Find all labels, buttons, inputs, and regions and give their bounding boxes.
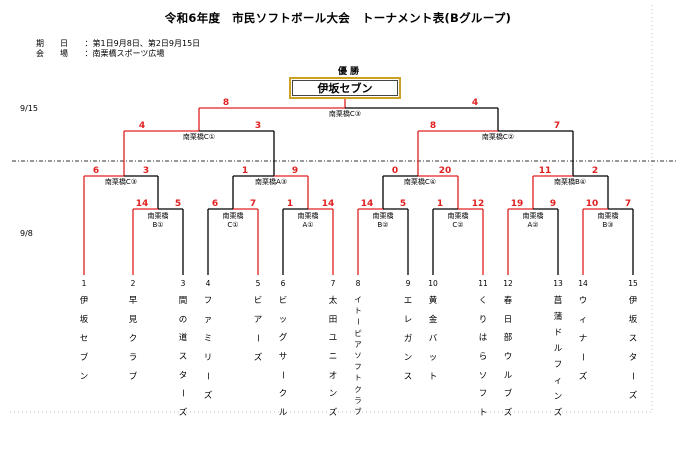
score-r1-a1-a: 1 (286, 199, 294, 209)
champion-box: 伊坂セブン (289, 77, 401, 99)
period-row: 期 日 ：第1日9月8日、第2日9月15日 (36, 38, 200, 49)
score-r1-a1-b: 14 (321, 199, 335, 209)
team-name: くりはらソフト (478, 296, 488, 418)
date-final-day: 9/15 (20, 104, 38, 113)
score-semi-right-b: 7 (553, 121, 561, 131)
team-name: 黄金バット (428, 296, 438, 382)
score-r1-c1-a: 6 (211, 199, 219, 209)
venue-qf4: 南栗橋B④ (553, 178, 587, 186)
team-name: ビッグサークル (277, 296, 288, 418)
venue-semi-left: 南栗橋C① (182, 133, 216, 141)
place-label: 会 場 (36, 49, 68, 58)
team-name: 早見クラブ (128, 296, 138, 382)
venue-semi-right: 南栗橋C② (481, 133, 515, 141)
score-r1-c2-a: 1 (436, 199, 444, 209)
champion-team: 伊坂セブン (292, 80, 398, 96)
score-semi-right-a: 8 (429, 121, 437, 131)
score-qf4-a: 11 (538, 166, 552, 176)
team-number: 8 (355, 279, 361, 288)
team-number: 14 (578, 279, 588, 288)
team-name: イトーピアソフトクラブ (353, 295, 363, 416)
score-r1-a2-b: 9 (549, 199, 557, 209)
team-name: ウィナーズ (577, 296, 588, 382)
team-number: 4 (205, 279, 211, 288)
team-number: 2 (130, 279, 136, 288)
team-name: 間の道スターズ (177, 296, 188, 418)
team-name: 伊坂スターズ (627, 296, 638, 401)
score-r1-c2-b: 12 (471, 199, 485, 209)
place-value: ：南栗橋スポーツ広場 (84, 49, 165, 58)
score-r1-b3-a: 10 (585, 199, 599, 209)
team-number: 12 (503, 279, 513, 288)
score-semi-left-b: 3 (254, 121, 262, 131)
team-name: 太田ユニオンズ (328, 296, 338, 418)
score-qf3-b: 20 (438, 166, 452, 176)
team-name: 菖蒲ドルフィンズ (553, 296, 563, 418)
score-r1-b3-b: 7 (624, 199, 632, 209)
team-name: 伊坂セブン (79, 296, 89, 382)
team-number: 10 (428, 279, 438, 288)
period-label: 期 日 (36, 39, 68, 48)
team-number: 5 (255, 279, 261, 288)
score-r1-b1-a: 14 (135, 199, 149, 209)
period-value: ：第1日9月8日、第2日9月15日 (84, 39, 201, 48)
date-first-day: 9/8 (20, 229, 33, 238)
score-qf2-a: 1 (241, 166, 249, 176)
place-row: 会 場 ：南栗橋スポーツ広場 (36, 48, 164, 59)
team-name: 春日部ウルブズ (503, 296, 513, 418)
team-name: ビアーズ (252, 296, 263, 363)
team-number: 1 (81, 279, 87, 288)
venue-qf3: 南栗橋C④ (403, 178, 437, 186)
score-qf2-b: 9 (291, 166, 299, 176)
team-name: ファミリーズ (202, 296, 213, 401)
team-name: エレガンス (403, 296, 413, 382)
score-qf1-b: 3 (142, 166, 150, 176)
score-r1-b2-a: 14 (360, 199, 374, 209)
score-qf1-a: 6 (92, 166, 100, 176)
champion-label: 優勝 (337, 67, 362, 77)
score-r1-a2-a: 19 (510, 199, 524, 209)
score-r1-b1-b: 5 (174, 199, 182, 209)
venue-final: 南栗橋C③ (328, 110, 362, 118)
team-number: 3 (180, 279, 186, 288)
venue-qf2: 南栗橋A③ (254, 178, 288, 186)
score-semi-left-a: 4 (138, 121, 146, 131)
venue-qf1: 南栗橋C③ (104, 178, 138, 186)
score-qf4-b: 2 (591, 166, 599, 176)
score-final-left: 8 (222, 98, 230, 108)
team-number: 15 (628, 279, 638, 288)
team-number: 9 (405, 279, 411, 288)
team-number: 7 (330, 279, 336, 288)
score-r1-b2-b: 5 (399, 199, 407, 209)
team-number: 13 (553, 279, 563, 288)
score-final-right: 4 (471, 98, 479, 108)
team-number: 6 (280, 279, 286, 288)
score-qf3-a: 0 (391, 166, 399, 176)
score-r1-c1-b: 7 (249, 199, 257, 209)
team-number: 11 (478, 279, 488, 288)
page-title: 令和6年度 市民ソフトボール大会 トーナメント表(Bグループ) (164, 11, 512, 25)
